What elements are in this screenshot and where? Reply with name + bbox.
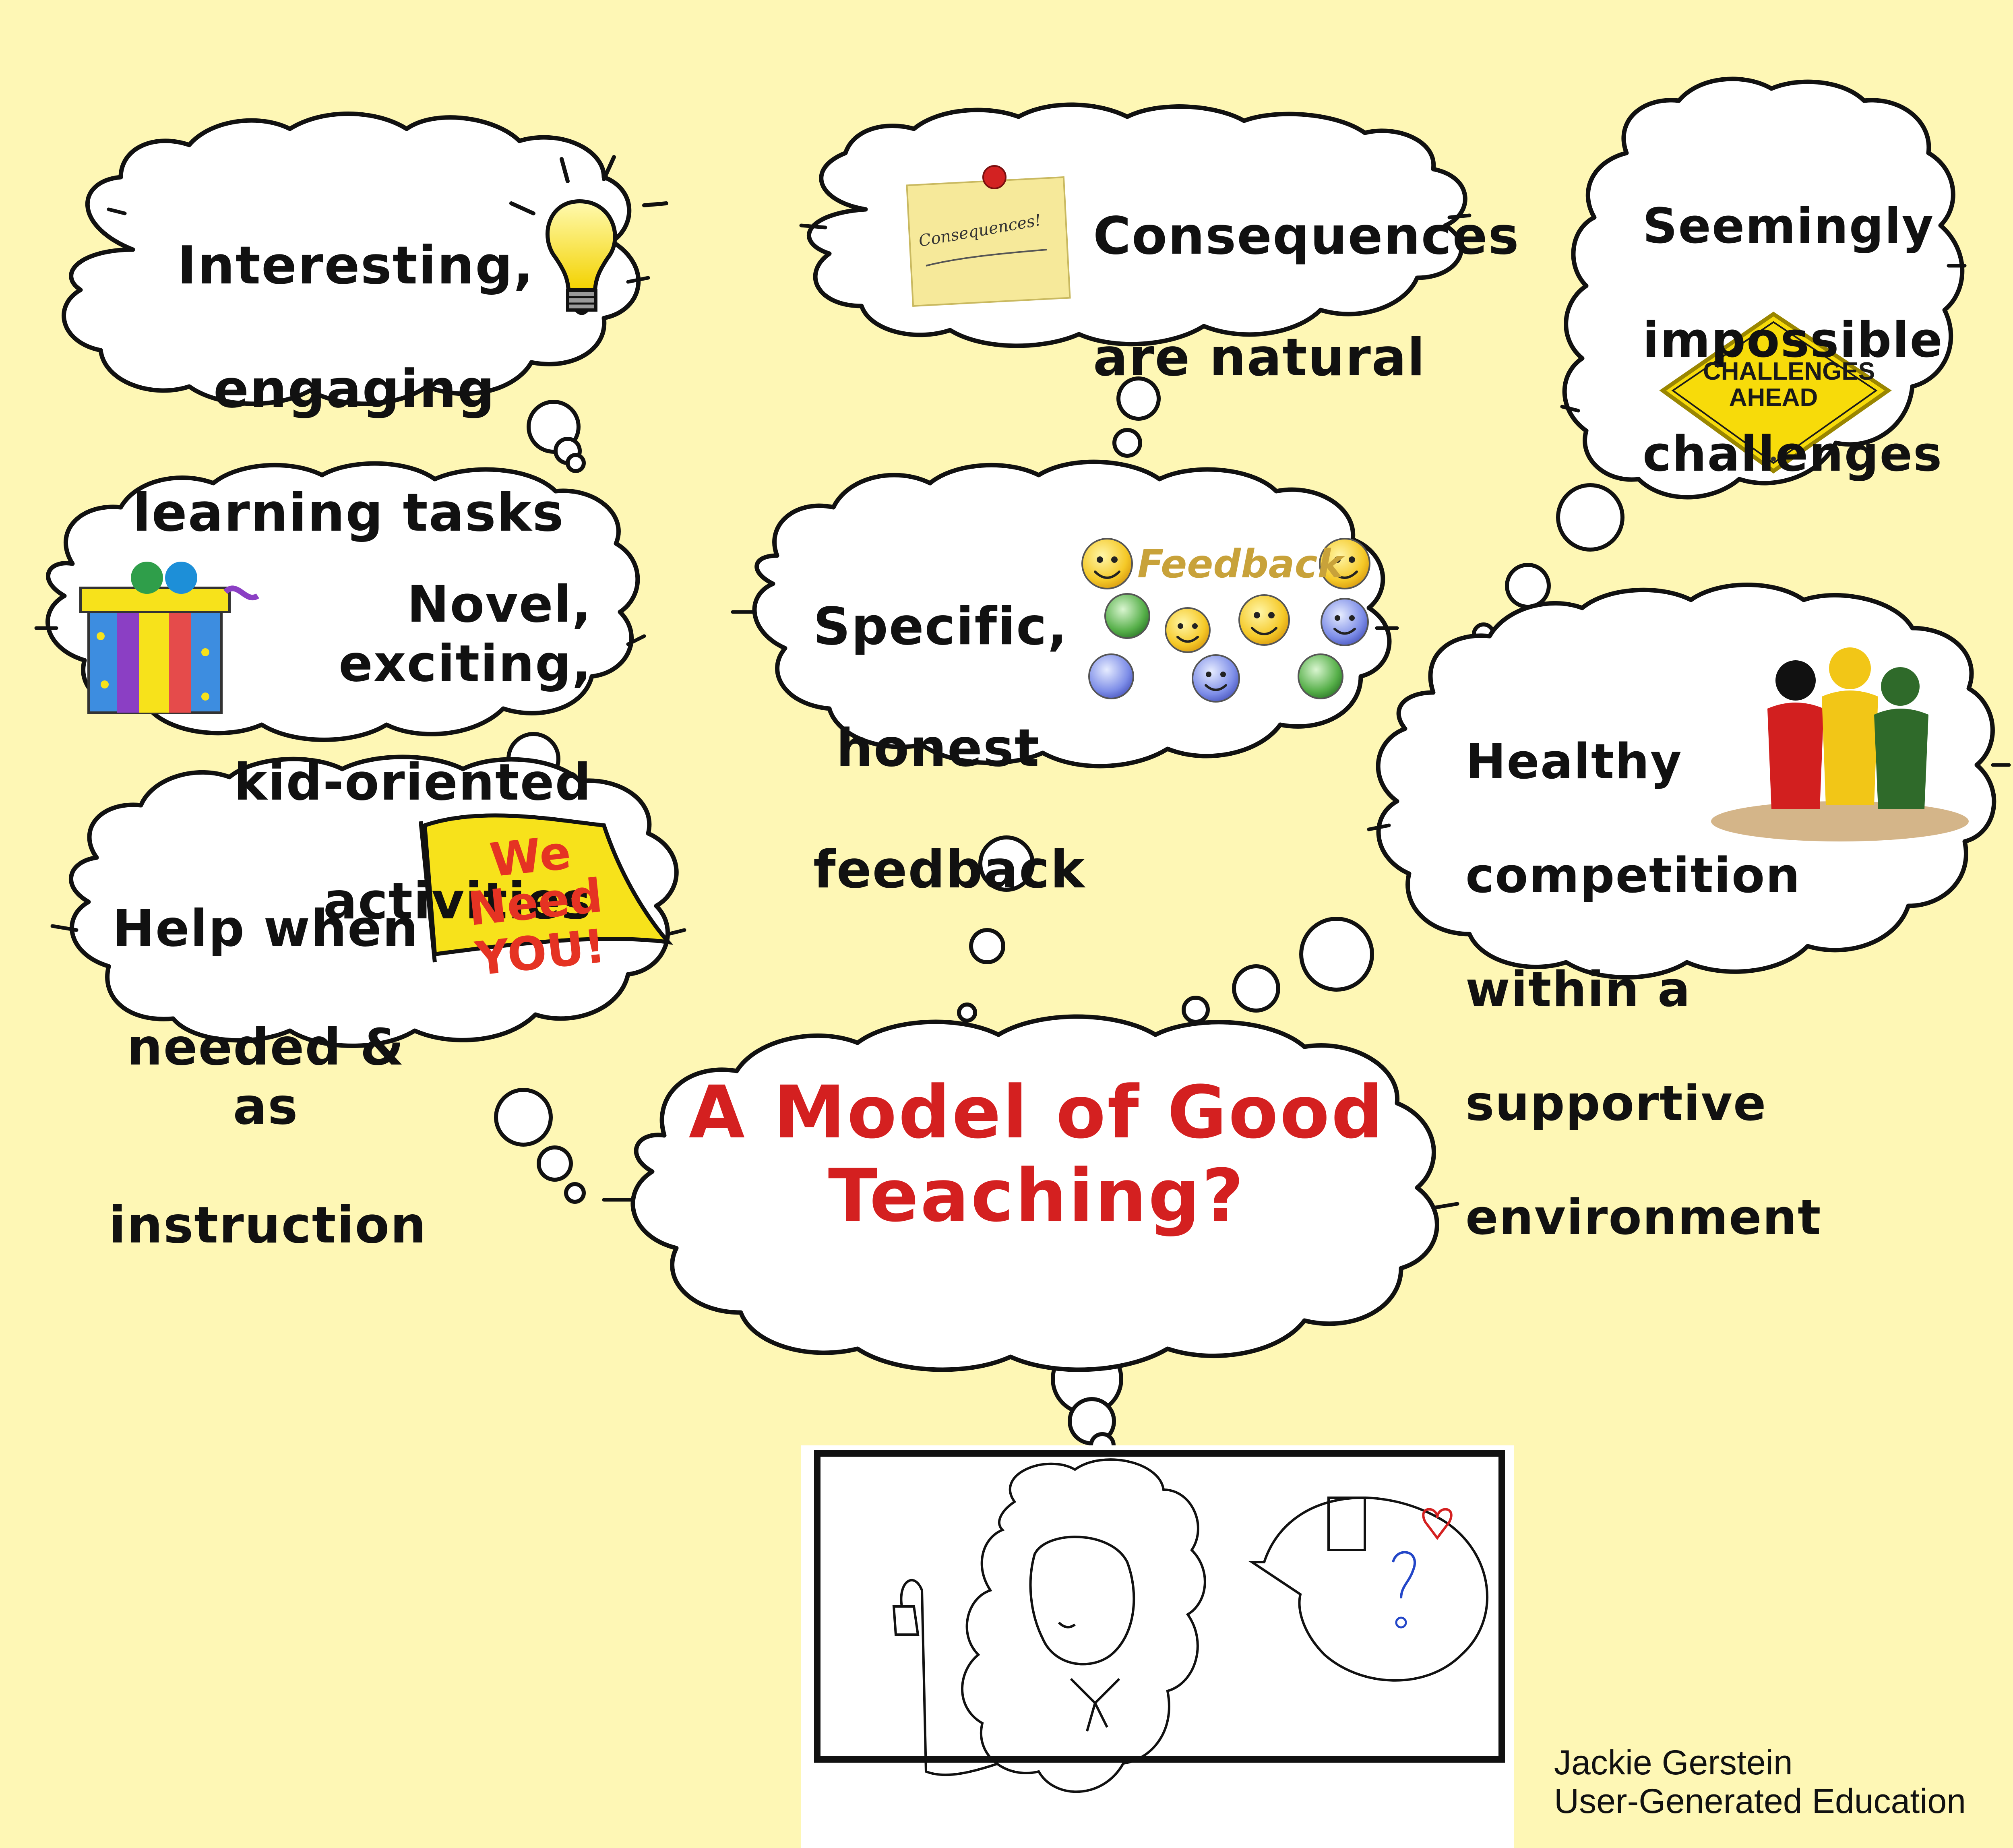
thought-line: Interesting, (177, 235, 534, 296)
thought-challenges-text: Seemingly impossible challenges (1643, 141, 1943, 540)
thought-line: Consequences (1093, 206, 1520, 267)
smiley-bubbles-icon (1081, 538, 1370, 703)
sign-line: CHALLENGES (1703, 358, 1875, 385)
sign-line: AHEAD (1729, 384, 1818, 412)
sign-label: CHALLENGES AHEAD (1703, 358, 1875, 412)
thought-line: feedback (813, 840, 1085, 900)
sticky-note-icon (906, 165, 1071, 307)
thought-help-text: Help when needed & as instruction (109, 839, 427, 1315)
thought-line: honest (836, 718, 1040, 779)
thought-line: Novel, exciting, (339, 575, 592, 693)
thought-line: within a (1465, 961, 1691, 1018)
main-title-line: A Model of Good (688, 1071, 1385, 1155)
thought-line: Seemingly (1643, 198, 1934, 254)
sketch-marks (34, 207, 2011, 1210)
thought-line: instruction (109, 1196, 427, 1255)
thought-line: activities (323, 872, 592, 930)
thought-line: impossible (1643, 312, 1943, 368)
main-title-line: Teaching? (828, 1154, 1246, 1238)
cloud-main (630, 1014, 1439, 1372)
flag-icon (419, 813, 674, 963)
thought-line: kid-oriented (234, 753, 592, 812)
thought-line: learning tasks (133, 482, 564, 543)
thought-line: competition (1465, 848, 1801, 904)
thought-line: supportive (1465, 1076, 1767, 1132)
thought-line: Specific, (813, 597, 1068, 657)
lightbulb-icon (509, 155, 668, 315)
thought-line: Healthy (1465, 734, 1682, 790)
feedback-label: Feedback (1137, 542, 1343, 587)
author-site: User-Generated Education (1554, 1782, 1966, 1821)
thought-line: challenges (1643, 426, 1943, 482)
connector-bubbles (494, 376, 1624, 1459)
author-credit: Jackie Gerstein User-Generated Education (1554, 1743, 1966, 1821)
thought-line: environment (1465, 1190, 1822, 1246)
author-name: Jackie Gerstein (1554, 1743, 1793, 1782)
thought-line: needed & as (126, 1018, 405, 1136)
main-title: A Model of Good Teaching? (664, 1071, 1409, 1238)
podium-figures-icon (1711, 647, 1969, 841)
cloud-interesting (62, 112, 641, 406)
gift-box-icon (79, 562, 259, 714)
thought-interesting-text: Interesting, engaging learning tasks (133, 173, 564, 606)
thought-feedback-text: Specific, honest feedback (813, 535, 1085, 961)
thought-line: are natural (1093, 328, 1426, 388)
thought-consequences-text: Consequences are natural (1093, 145, 1520, 449)
flag-label: We Need YOU! (424, 823, 647, 987)
thought-line: Help when (112, 899, 419, 958)
teacher-drawing (801, 1445, 1514, 1848)
thought-line: engaging (213, 358, 496, 420)
warning-sign-icon (1659, 311, 1892, 474)
thought-competition-text: Healthy competition within a supportive … (1465, 676, 1821, 1304)
thought-novel-text: Novel, exciting, kid-oriented activities (193, 515, 592, 990)
